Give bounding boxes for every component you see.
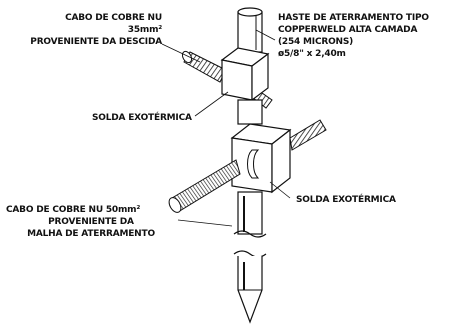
label-upper-cable-line1: CABO DE COBRE NU xyxy=(65,13,162,23)
ground-rod-tip xyxy=(233,250,267,324)
label-lower-cable: CABO DE COBRE NU 50mm² PROVENIENTE DA MA… xyxy=(6,204,176,240)
label-lower-cable-line2: PROVENIENTE DA xyxy=(48,217,134,227)
label-upper-cable-line3: PROVENIENTE DA DESCIDA xyxy=(30,37,162,47)
label-ground-rod-line1: HASTE DE ATERRAMENTO TIPO xyxy=(278,13,429,23)
label-upper-cable-line2: 35mm² xyxy=(127,25,162,35)
label-upper-weld: SOLDA EXOTÉRMICA xyxy=(92,113,192,123)
lower-cable-right-stub xyxy=(289,119,327,151)
ground-rod-lower xyxy=(233,191,267,238)
label-upper-cable: CABO DE COBRE NU 35mm² PROVENIENTE DA DE… xyxy=(6,12,162,48)
label-ground-rod: HASTE DE ATERRAMENTO TIPO COPPERWELD ALT… xyxy=(278,12,429,60)
lower-copper-cable xyxy=(168,159,241,213)
label-ground-rod-line2: COPPERWELD ALTA CAMADA xyxy=(278,25,418,35)
label-ground-rod-line3: (254 MICRONS) xyxy=(278,37,354,47)
label-lower-cable-line1: CABO DE COBRE NU 50mm² xyxy=(6,205,141,215)
leader-lines xyxy=(161,29,291,227)
lower-exothermic-weld xyxy=(230,123,292,194)
ground-rod-middle xyxy=(237,99,263,125)
label-lower-weld: SOLDA EXOTÉRMICA xyxy=(296,195,396,205)
label-ground-rod-line4: ø5/8" x 2,40m xyxy=(278,49,346,59)
label-lower-cable-line3: MALHA DE ATERRAMENTO xyxy=(27,229,155,239)
ground-rod-top xyxy=(237,7,263,53)
upper-exothermic-weld xyxy=(220,47,270,102)
